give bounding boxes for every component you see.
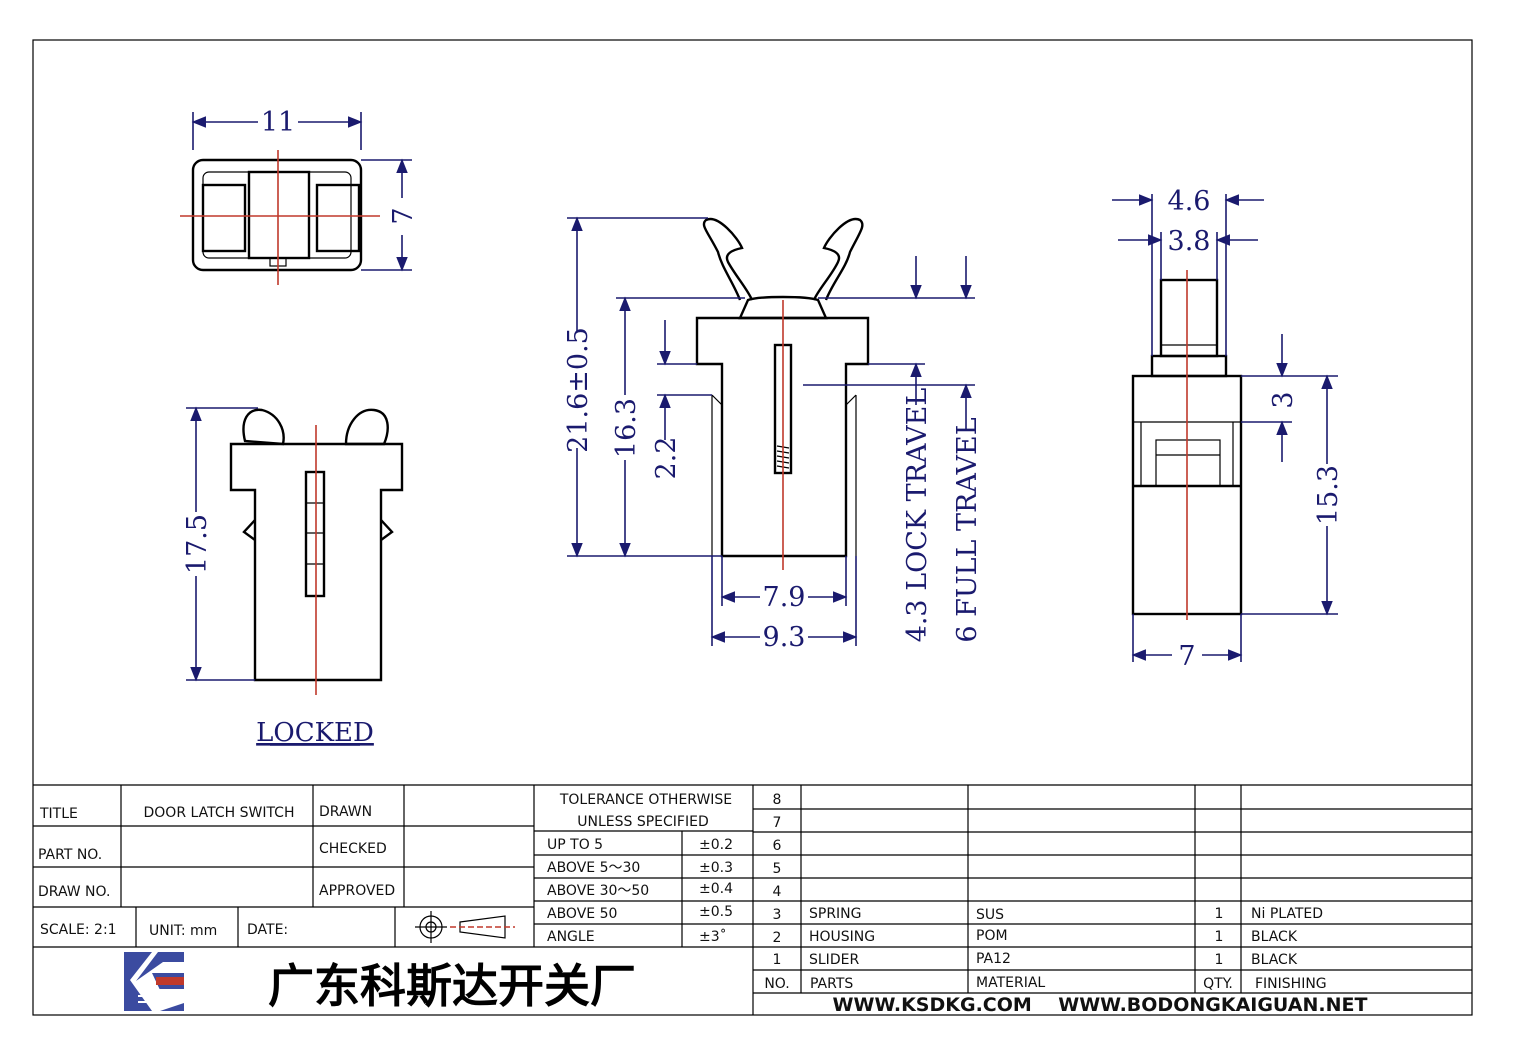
bom-row: 2 HOUSING POM 1 BLACK [773, 928, 1298, 946]
drawn-label: DRAWN [319, 804, 372, 820]
bom-row: 7 [773, 815, 782, 831]
bom-part: SPRING [809, 906, 862, 922]
dim-lock-travel: 4.3 LOCK TRAVEL [902, 388, 933, 643]
company-logo-icon [122, 951, 184, 1011]
dim-top-height: 7 [388, 207, 419, 224]
dim-side-top-outer: 4.6 [1168, 186, 1211, 217]
bom-header-row: NO. PARTS MATERIAL QTY. FINISHING [764, 975, 1326, 992]
part-no-label: PART NO. [38, 847, 102, 863]
bom-row: 6 [773, 838, 782, 854]
bom-header-qty: QTY. [1203, 976, 1233, 992]
dim-side-height: 15.3 [1313, 465, 1344, 525]
tolerance-value: ±3˚ [699, 928, 727, 945]
bom-no: 8 [773, 792, 782, 808]
tolerance-header-2: UNLESS SPECIFIED [577, 814, 708, 830]
bom-material: POM [976, 928, 1008, 944]
draw-no-label: DRAW NO. [38, 884, 110, 900]
dim-side-top-inner: 3.8 [1168, 226, 1211, 257]
projection-symbol-icon [415, 911, 515, 943]
dim-side-width: 7 [1178, 641, 1195, 672]
bom-qty: 1 [1215, 952, 1224, 968]
tolerance-value: ±0.5 [699, 904, 733, 920]
tolerance-range: ABOVE 30～50 [547, 883, 649, 899]
checked-label: CHECKED [319, 841, 387, 857]
title-label: TITLE [39, 806, 78, 822]
dim-full-travel: 6 FULL TRAVEL [952, 417, 983, 642]
bom-material: SUS [976, 907, 1004, 923]
bom-finishing: Ni PLATED [1251, 906, 1323, 922]
bom-part: HOUSING [809, 929, 875, 945]
bom-header-finishing: FINISHING [1255, 976, 1327, 992]
front-view: 21.6±0.5 16.3 2.2 7.9 9.3 4.3 LOCK TRAVE… [563, 216, 983, 653]
bom-no: 1 [773, 952, 782, 968]
locked-label: LOCKED [256, 718, 374, 748]
approved-label: APPROVED [319, 883, 395, 899]
bom-row: 3 SPRING SUS 1 Ni PLATED [773, 906, 1324, 923]
scale-label: SCALE: 2:1 [40, 922, 117, 938]
tolerance-range: ABOVE 5～30 [547, 860, 640, 876]
bom-finishing: BLACK [1251, 929, 1298, 945]
bom-row: 8 [773, 792, 782, 808]
dim-locked-height: 17.5 [182, 514, 213, 574]
bom-no: 4 [773, 884, 782, 900]
tolerance-range: ABOVE 50 [547, 906, 617, 922]
dim-body-height: 16.3 [611, 398, 642, 458]
bom-finishing: BLACK [1251, 952, 1298, 968]
unit-label: UNIT: mm [149, 923, 217, 939]
bom-qty: 1 [1215, 906, 1224, 922]
bom-row: 4 [773, 884, 782, 900]
dim-outer-width: 9.3 [763, 622, 806, 653]
bom-row: 1 SLIDER PA12 1 BLACK [773, 951, 1298, 968]
bom-no: 5 [773, 861, 782, 877]
bom-header-material: MATERIAL [976, 975, 1045, 991]
date-label: DATE: [247, 922, 288, 938]
dim-flange: 2.2 [651, 437, 682, 480]
side-view: 4.6 3.8 3 15.3 7 [1112, 186, 1344, 672]
bom-header-no: NO. [764, 976, 789, 992]
bom-no: 2 [773, 930, 782, 946]
bom-qty: 1 [1215, 929, 1224, 945]
bom-material: PA12 [976, 951, 1011, 967]
website-text: WWW.KSDKG.COM WWW.BODONGKAIGUAN.NET [833, 994, 1368, 1016]
top-view: 11 7 [180, 107, 419, 285]
bom-row: 5 [773, 861, 782, 877]
title-value: DOOR LATCH SWITCH [144, 805, 295, 821]
dim-overall-height: 21.6±0.5 [563, 327, 594, 453]
tolerance-value: ±0.2 [699, 837, 733, 853]
dim-top-width: 11 [261, 107, 295, 138]
title-block: TITLE DOOR LATCH SWITCH DRAWN PART NO. C… [33, 784, 1472, 1016]
tolerance-range: UP TO 5 [547, 837, 603, 853]
bom-no: 7 [773, 815, 782, 831]
company-name: 广东科斯达开关厂 [268, 959, 636, 1013]
bom-part: SLIDER [809, 952, 859, 968]
tolerance-value: ±0.3 [699, 860, 733, 876]
locked-view: 17.5 LOCKED [182, 406, 404, 748]
dim-inner-width: 7.9 [763, 582, 806, 613]
bom-header-parts: PARTS [810, 976, 853, 992]
bom-no: 6 [773, 838, 782, 854]
dim-side-step: 3 [1268, 391, 1299, 408]
bom-no: 3 [773, 907, 782, 923]
tolerance-value: ±0.4 [699, 881, 733, 897]
tolerance-range: ANGLE [547, 929, 595, 945]
tolerance-header-1: TOLERANCE OTHERWISE [559, 792, 732, 808]
